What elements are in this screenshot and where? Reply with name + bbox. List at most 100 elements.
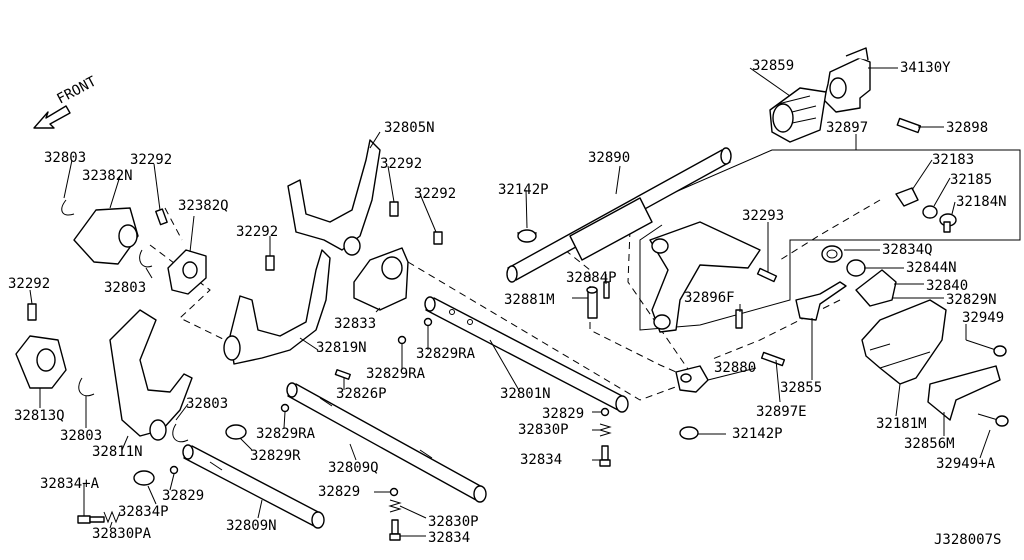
part-32890-shaft[interactable] bbox=[506, 147, 732, 283]
part-32829ra-ball-a[interactable] bbox=[423, 317, 433, 327]
part-32803-ring-a[interactable] bbox=[61, 199, 75, 216]
part-32181m-bracket[interactable] bbox=[861, 299, 947, 385]
part-32829-ball-b[interactable] bbox=[169, 465, 179, 475]
part-32829ra-ball-b[interactable] bbox=[397, 335, 407, 345]
label-32949a: 32949+A bbox=[936, 456, 996, 472]
front-label: FRONT bbox=[54, 73, 99, 107]
part-shift-bracket[interactable] bbox=[649, 221, 761, 333]
label-32834a: 32834+A bbox=[40, 476, 100, 492]
part-32809n-shaft[interactable] bbox=[182, 444, 325, 529]
part-32830p-spring-b[interactable] bbox=[388, 499, 402, 513]
leader-lines bbox=[29, 67, 991, 537]
part-32859-boot[interactable] bbox=[769, 87, 827, 143]
label-32884p: 32884P bbox=[566, 270, 617, 286]
label-34130y: 34130Y bbox=[900, 60, 951, 76]
part-32293-pin[interactable] bbox=[756, 267, 778, 283]
part-32898-pin[interactable] bbox=[896, 117, 922, 134]
part-32292-pin-c[interactable] bbox=[265, 255, 275, 271]
part-32840-lever[interactable] bbox=[855, 269, 897, 307]
part-32185-washer[interactable] bbox=[922, 205, 938, 219]
part-32897e-pin[interactable] bbox=[760, 351, 786, 367]
part-32382q-block[interactable] bbox=[167, 249, 207, 295]
label-32142p-a: 32142P bbox=[498, 182, 549, 198]
part-32949a-bolt[interactable] bbox=[977, 413, 1009, 427]
label-32813q: 32813Q bbox=[14, 408, 65, 424]
part-32834-plug[interactable] bbox=[599, 445, 611, 467]
part-32830p-spring[interactable] bbox=[598, 423, 612, 437]
part-32834q-bushing[interactable] bbox=[821, 245, 843, 263]
label-32829-a: 32829 bbox=[542, 406, 584, 422]
label-32181m: 32181M bbox=[876, 416, 927, 432]
part-32813q-block[interactable] bbox=[15, 335, 67, 389]
label-32881m: 32881M bbox=[504, 292, 555, 308]
label-32829r: 32829R bbox=[250, 448, 301, 464]
label-32896f: 32896F bbox=[684, 290, 735, 306]
part-32184n-bolt[interactable] bbox=[939, 213, 957, 233]
part-32856m-bracket[interactable] bbox=[927, 365, 1001, 421]
part-32829-ball[interactable] bbox=[600, 407, 610, 417]
part-32834p-plug[interactable] bbox=[133, 470, 155, 486]
part-32292-pin-d[interactable] bbox=[155, 208, 168, 226]
part-32183-clip[interactable] bbox=[895, 187, 919, 207]
label-32184n: 32184N bbox=[956, 194, 1007, 210]
part-32803-ring-b[interactable] bbox=[139, 249, 153, 268]
label-32809q: 32809Q bbox=[328, 460, 379, 476]
label-32829-b: 32829 bbox=[162, 488, 204, 504]
label-32803-c: 32803 bbox=[186, 396, 228, 412]
part-32819n-fork[interactable] bbox=[223, 249, 331, 365]
part-32803-ring-c[interactable] bbox=[78, 377, 95, 397]
part-32292-pin-a[interactable] bbox=[389, 201, 399, 217]
label-32801n: 32801N bbox=[500, 386, 551, 402]
label-32834q: 32834Q bbox=[882, 242, 933, 258]
part-32855-plate[interactable] bbox=[795, 281, 847, 321]
part-32142p-cap[interactable] bbox=[517, 229, 537, 243]
part-32829r-plug[interactable] bbox=[225, 424, 247, 440]
part-32805n-fork[interactable] bbox=[287, 139, 381, 256]
part-32142p-cap-bottom[interactable] bbox=[679, 426, 699, 440]
label-32829ra-b: 32829RA bbox=[366, 366, 426, 382]
part-32292-pin-b[interactable] bbox=[433, 231, 443, 245]
part-32830pa-spring[interactable] bbox=[103, 510, 121, 524]
part-32809q-shaft[interactable] bbox=[286, 382, 487, 503]
part-32834a-bolt[interactable] bbox=[77, 515, 105, 524]
part-32881m-pin[interactable] bbox=[586, 286, 598, 319]
label-32292-c: 32292 bbox=[414, 186, 456, 202]
part-32826p-pin[interactable] bbox=[334, 369, 351, 380]
label-32949-a: 32949 bbox=[962, 310, 1004, 326]
part-32896f-pin[interactable] bbox=[735, 309, 743, 329]
label-32834-b: 32834 bbox=[428, 530, 470, 546]
label-32830pa: 32830PA bbox=[92, 526, 152, 542]
label-32803-a: 32803 bbox=[44, 150, 86, 166]
label-32855: 32855 bbox=[780, 380, 822, 396]
part-32949-bolt[interactable] bbox=[965, 339, 1007, 357]
label-32829ra-a: 32829RA bbox=[416, 346, 476, 362]
part-32880-lever[interactable] bbox=[675, 365, 709, 393]
part-34130y-lever-end[interactable] bbox=[823, 47, 871, 113]
label-32826p: 32826P bbox=[336, 386, 387, 402]
part-32801n-shaft[interactable] bbox=[424, 296, 629, 413]
label-32859: 32859 bbox=[752, 58, 794, 74]
part-32844n-bushing[interactable] bbox=[846, 259, 866, 277]
label-32829n: 32829N bbox=[946, 292, 997, 308]
label-32840: 32840 bbox=[926, 278, 968, 294]
label-32185: 32185 bbox=[950, 172, 992, 188]
label-32834p: 32834P bbox=[118, 504, 169, 520]
part-32292-pin-e[interactable] bbox=[27, 303, 37, 321]
part-32833-block[interactable] bbox=[353, 247, 409, 311]
part-32811n-fork[interactable] bbox=[109, 309, 193, 441]
part-32829ra-ball-c[interactable] bbox=[280, 403, 290, 413]
label-32292-b: 32292 bbox=[380, 156, 422, 172]
label-32844n: 32844N bbox=[906, 260, 957, 276]
part-32382n-block[interactable] bbox=[73, 207, 139, 265]
label-32382q: 32382Q bbox=[178, 198, 229, 214]
label-32292-d: 32292 bbox=[236, 224, 278, 240]
part-32803-ring-d[interactable] bbox=[172, 423, 189, 443]
diagram-code: J328007S bbox=[934, 532, 1001, 548]
label-32834-a: 32834 bbox=[520, 452, 562, 468]
part-32829-ball-c[interactable] bbox=[389, 487, 399, 497]
label-32880: 32880 bbox=[714, 360, 756, 376]
part-32834-plug-b[interactable] bbox=[389, 519, 401, 541]
label-32833: 32833 bbox=[334, 316, 376, 332]
label-32829-c: 32829 bbox=[318, 484, 360, 500]
